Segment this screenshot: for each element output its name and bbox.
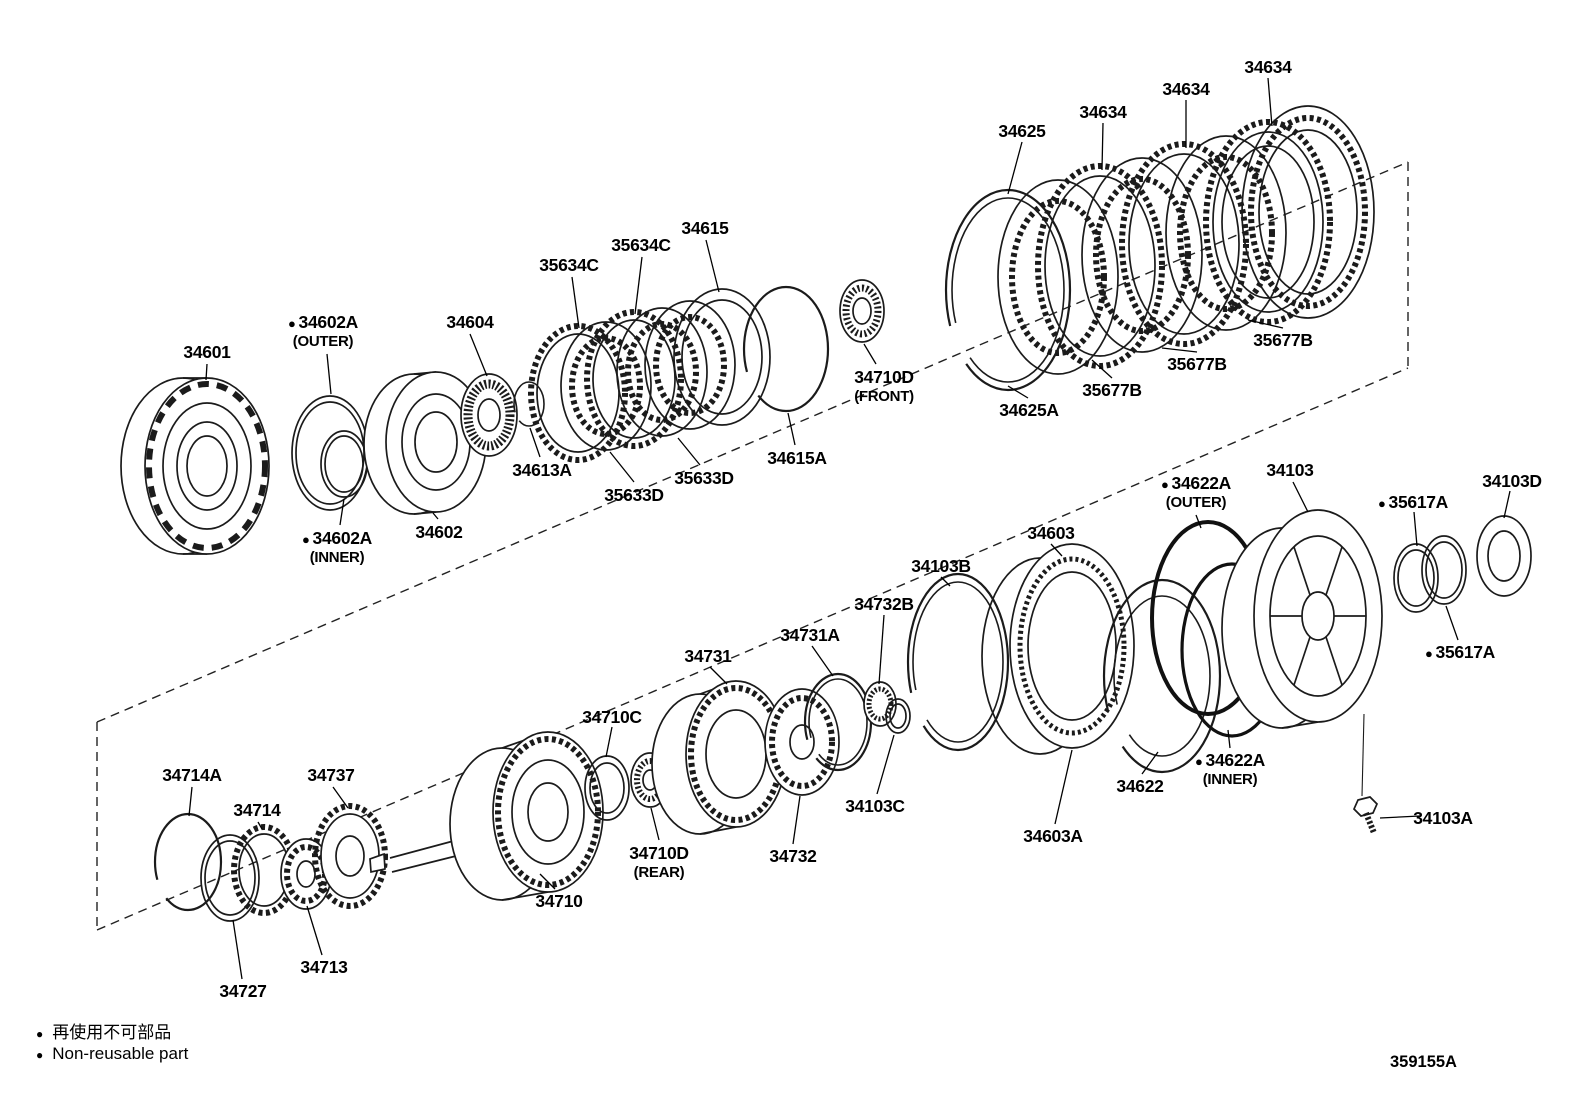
part-label: 34103C [845,796,905,816]
part-label: 34731A [780,625,840,645]
part-label: 34710 [535,891,583,911]
part-label: 34710D(FRONT) [854,367,914,405]
part-label: 34731 [684,646,732,666]
race-34602A-outer [291,395,369,511]
non-reusable-icon: ● [1194,754,1203,769]
part-label: 34602 [415,522,463,542]
part-label: 34737 [307,765,355,785]
part-label: 34732B [854,594,914,614]
part-label: 34103 [1266,460,1314,480]
part-label: 34622 [1116,776,1164,796]
legend-line-en: ●Non-reusable part [36,1044,189,1063]
part-label: 34634 [1079,102,1127,122]
part-label: 34710C [582,707,642,727]
part-label: ●34622A(INNER) [1194,750,1266,788]
bolt-34103A [1352,796,1379,835]
part-label: 34604 [446,312,494,332]
part-label: 34615A [767,448,827,468]
part-label: 34710D(REAR) [629,843,689,881]
race-34103C [885,698,911,734]
leader-lines [188,77,1511,980]
non-reusable-icon: ● [287,316,296,331]
part-label: 34732 [769,846,817,866]
gear-34732 [764,688,840,796]
direct-clutch-drum-34601 [120,377,270,555]
legend-line-jp: ●再使用不可部品 [36,1023,172,1042]
pump-body-34103 [1221,509,1383,797]
part-label: 34634 [1244,57,1292,77]
race-34602A-inner [320,430,368,498]
hub-34737 [312,803,388,909]
part-label: ●35617A [1424,642,1496,662]
part-label: 34103B [911,556,971,576]
snap-ring-34714A [153,812,223,912]
front-thrust-bearing [839,279,885,343]
part-label: 35633D [604,485,664,505]
snap-ring-34103B [906,572,1010,752]
race-34710C [584,755,630,821]
ring-34727 [200,834,260,922]
part-label: 34603A [1023,826,1083,846]
part-label: 34714A [162,765,222,785]
part-label: 34634 [1162,79,1210,99]
part-label: 35634C [539,255,599,275]
brake-plate-stack [528,288,771,463]
non-reusable-icon: ● [1160,477,1169,492]
oneway-clutch-assembly-34603 [981,543,1135,755]
oneway-clutch-34604 [460,373,518,457]
part-label: 34603 [1027,523,1075,543]
drum-34731 [651,680,787,835]
part-label: 35633D [674,468,734,488]
washer-34103D [1476,515,1532,597]
part-label: 34103A [1413,808,1473,828]
part-label: 34601 [183,342,231,362]
input-shaft-drum-34710 [369,731,604,901]
part-label: 34625A [999,400,1059,420]
non-reusable-icon: ● [1377,496,1386,511]
part-label: 34625 [998,121,1046,141]
part-label: 34615 [681,218,729,238]
non-reusable-icon: ● [36,1027,44,1041]
part-label: 34103D [1482,471,1542,491]
part-label: 34727 [219,981,267,1001]
brake-band-34622 [1102,578,1222,774]
part-label: 34713 [300,957,348,977]
part-label: ●35617A [1377,492,1449,512]
seal-rings-35617A [1393,535,1467,613]
non-reusable-icon: ● [36,1048,44,1062]
snap-ring-34615A [742,285,830,413]
bearing-34732B [863,681,897,727]
part-label: ●34622A(OUTER) [1160,473,1232,511]
part-label: 35677B [1167,354,1227,374]
part-label: 34613A [512,460,572,480]
part-label: 35677B [1082,380,1142,400]
part-label: 35634C [611,235,671,255]
part-label: ●34602A(INNER) [301,528,373,566]
part-label: ●34602A(OUTER) [287,312,359,350]
part-label: 34714 [233,800,281,820]
part-label: 35677B [1253,330,1313,350]
front-clutch-pack [944,105,1375,392]
non-reusable-icon: ● [301,532,310,547]
snap-ring-34613A [513,381,545,427]
dashed-frame [96,161,1409,931]
non-reusable-icon: ● [1424,646,1433,661]
figure-code: 359155A [1390,1053,1457,1071]
